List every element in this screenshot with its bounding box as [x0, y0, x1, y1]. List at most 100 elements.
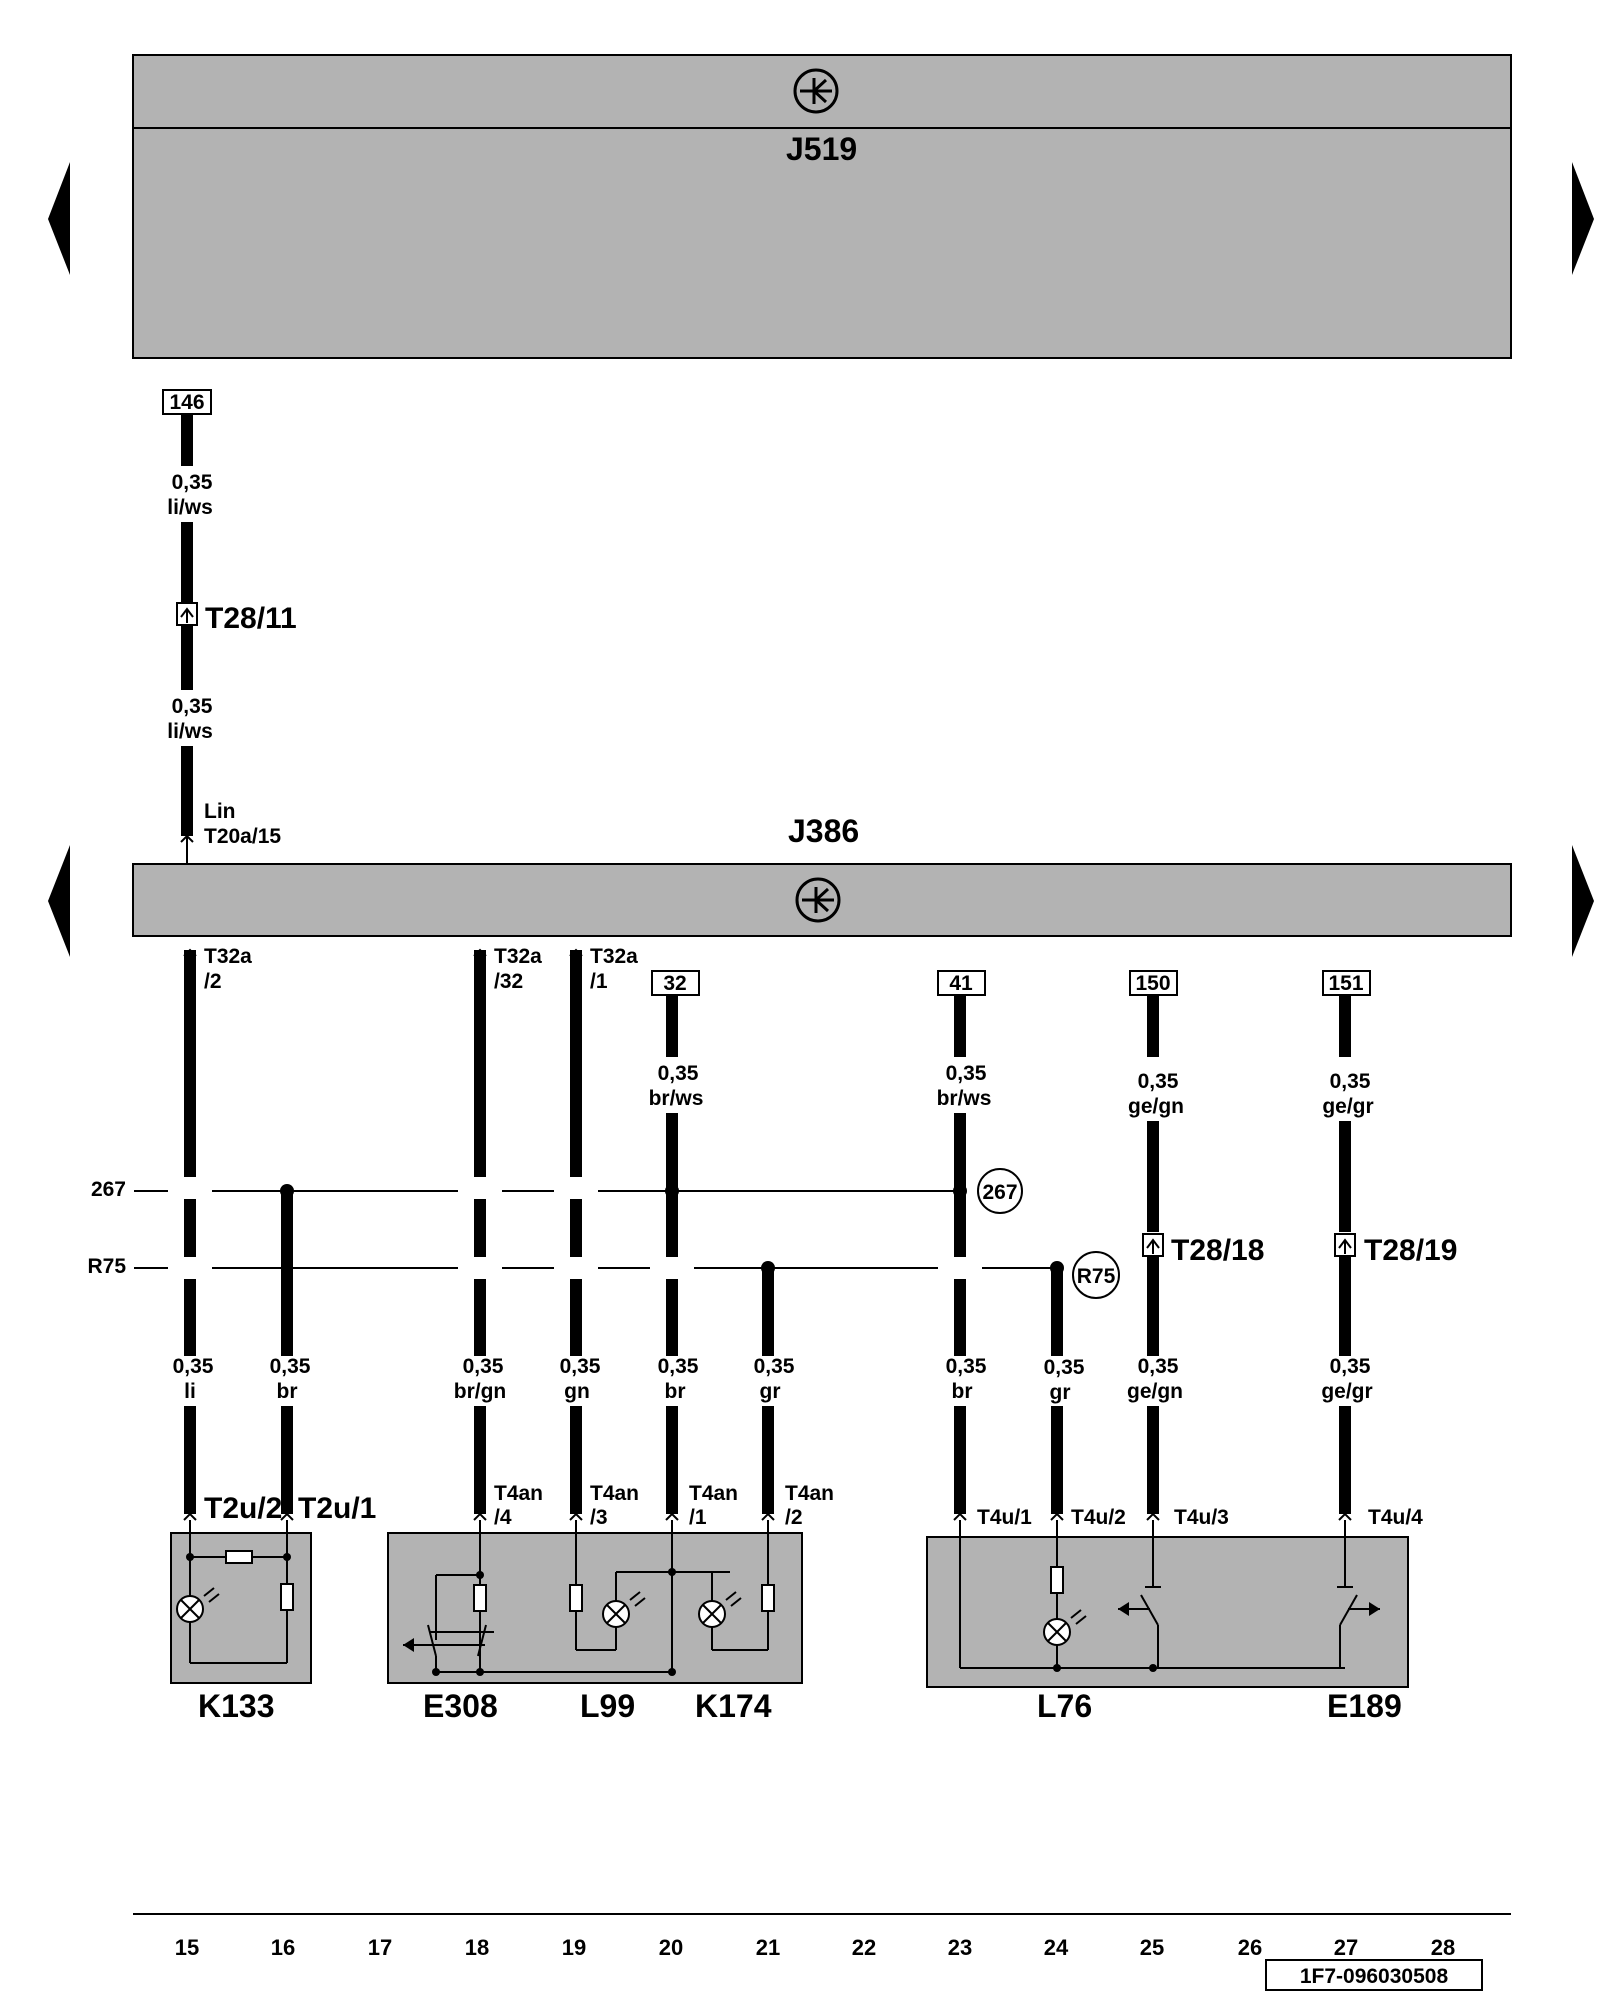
wire-20: 32 0,35 br/ws 0,35 br T4an /1: [649, 970, 738, 1529]
resistor-icon: [473, 1584, 487, 1612]
wire-size: 0,35: [1330, 1070, 1371, 1093]
wire-size: 0,35: [270, 1355, 311, 1378]
wire-color: br: [277, 1380, 298, 1403]
wire-color: ge/gr: [1321, 1380, 1372, 1403]
wire-color: br/ws: [937, 1087, 992, 1110]
wire-color: li/ws: [167, 720, 213, 743]
column-number: 21: [756, 1935, 780, 1960]
wire-size: 0,35: [946, 1355, 987, 1378]
pin-label-t2u-1: T2u/1: [298, 1492, 376, 1525]
wire-color: gn: [564, 1380, 590, 1403]
pin-label: T20a/15: [204, 825, 281, 848]
ref-150: 150: [1135, 972, 1170, 995]
wire-size: 0,35: [463, 1355, 504, 1378]
switch-icon: [1337, 1586, 1380, 1626]
unit-label-j386: J386: [788, 813, 859, 849]
column-number: 19: [562, 1935, 586, 1960]
pin-label: T32a: [494, 945, 542, 968]
ecu-symbol-icon: [795, 877, 841, 923]
column-number: 24: [1044, 1935, 1069, 1960]
control-unit-j386: J386: [132, 813, 1512, 937]
wire-size: 0,35: [1138, 1355, 1179, 1378]
wire-color: br: [665, 1380, 686, 1403]
pin-label: T32a: [590, 945, 638, 968]
connector-t28-19: T28/19: [1364, 1234, 1457, 1267]
column-number: 23: [948, 1935, 972, 1960]
column-number: 27: [1334, 1935, 1358, 1960]
wire-color: gr: [760, 1380, 781, 1403]
component-l76-e189: [926, 1520, 1409, 1688]
pin-label: /2: [785, 1506, 803, 1529]
wire-color: br/ws: [649, 1087, 704, 1110]
wire-18: T32a /32 0,35 br/gn T4an /4: [454, 945, 543, 1529]
ref-32: 32: [663, 972, 686, 995]
pin-label: T4u/1: [977, 1506, 1032, 1529]
bus-ref-r75: R75: [1077, 1265, 1116, 1288]
wire-size: 0,35: [1138, 1070, 1179, 1093]
wire-size: 0,35: [173, 1355, 214, 1378]
wire-146: 146 0,35 li/ws T28/11 0,35 li/ws Lin T20…: [162, 389, 297, 864]
wire-23: 41 0,35 br/ws 0,35 br T4u/1: [937, 970, 1032, 1529]
wire-size: 0,35: [658, 1062, 699, 1085]
column-number: 26: [1238, 1935, 1262, 1960]
wire-15: T32a /2 0,35 li T2u/2: [168, 945, 282, 1525]
column-number: 18: [465, 1935, 489, 1960]
pin-label: T4u/4: [1368, 1506, 1423, 1529]
wire-21: 0,35 gr T4an /2: [754, 1261, 834, 1529]
column-number: 20: [659, 1935, 683, 1960]
resistor-icon: [569, 1584, 583, 1612]
ref-41: 41: [949, 972, 973, 995]
wire-size: 0,35: [560, 1355, 601, 1378]
wire-size: 0,35: [946, 1062, 987, 1085]
doc-id: 1F7-096030508: [1300, 1965, 1449, 1988]
wire-size: 0,35: [658, 1355, 699, 1378]
wire-27: 151 0,35 ge/gr T28/19 0,35 ge/gr T4u/4: [1321, 970, 1457, 1529]
pin-label: /3: [590, 1506, 608, 1529]
switch-icon: [403, 1624, 494, 1657]
pin-label: T4u/3: [1174, 1506, 1229, 1529]
connector-t28-18: T28/18: [1171, 1234, 1264, 1267]
nav-left-icon-top[interactable]: [48, 162, 70, 275]
bus-label-r75: R75: [87, 1255, 126, 1278]
wire-size: 0,35: [172, 471, 213, 494]
column-number: 17: [368, 1935, 392, 1960]
ecu-symbol-icon: [793, 68, 839, 114]
column-numbers: 15 16 17 18 19 20 21 22 23 24 25 26 27 2…: [175, 1935, 1455, 1960]
wire-color: br/gn: [454, 1380, 507, 1403]
pin-label: /1: [590, 970, 608, 993]
pin-label: Lin: [204, 800, 236, 823]
wire-color: ge/gn: [1127, 1380, 1183, 1403]
bus-267: 267 267: [91, 1168, 1023, 1214]
connector-t28-11: T28/11: [205, 602, 297, 635]
pin-label: /32: [494, 970, 523, 993]
column-number: 28: [1431, 1935, 1455, 1960]
switch-icon: [1118, 1586, 1161, 1626]
ground-point-icon: [977, 1168, 1023, 1214]
wire-size: 0,35: [172, 695, 213, 718]
unit-label-j519: J519: [786, 131, 857, 167]
control-unit-j519: J519: [132, 54, 1512, 359]
wire-color: li: [184, 1380, 196, 1403]
wire-color: br: [952, 1380, 973, 1403]
wire-color: li/ws: [167, 496, 213, 519]
pin-label: T4u/2: [1071, 1506, 1126, 1529]
resistor-icon: [225, 1550, 253, 1564]
lamp-icon: [602, 1591, 646, 1628]
bus-label-267: 267: [91, 1178, 126, 1201]
wire-color: ge/gn: [1128, 1095, 1184, 1118]
wire-19: T32a /1 0,35 gn T4an /3: [554, 945, 639, 1529]
component-label-e308: E308: [423, 1688, 498, 1724]
nav-right-icon-top[interactable]: [1572, 162, 1594, 275]
nav-left-icon-bottom[interactable]: [48, 845, 70, 957]
wire-color: gr: [1050, 1381, 1071, 1404]
nav-right-icon-bottom[interactable]: [1572, 845, 1594, 957]
lamp-icon: [1043, 1609, 1087, 1646]
pin-label: T4an: [590, 1482, 639, 1505]
resistor-icon: [1050, 1566, 1064, 1594]
pin-label: T4an: [494, 1482, 543, 1505]
wire-color: ge/gr: [1322, 1095, 1373, 1118]
column-number: 16: [271, 1935, 295, 1960]
ground-point-icon: [1072, 1251, 1120, 1299]
bus-ref-267: 267: [982, 1181, 1017, 1204]
